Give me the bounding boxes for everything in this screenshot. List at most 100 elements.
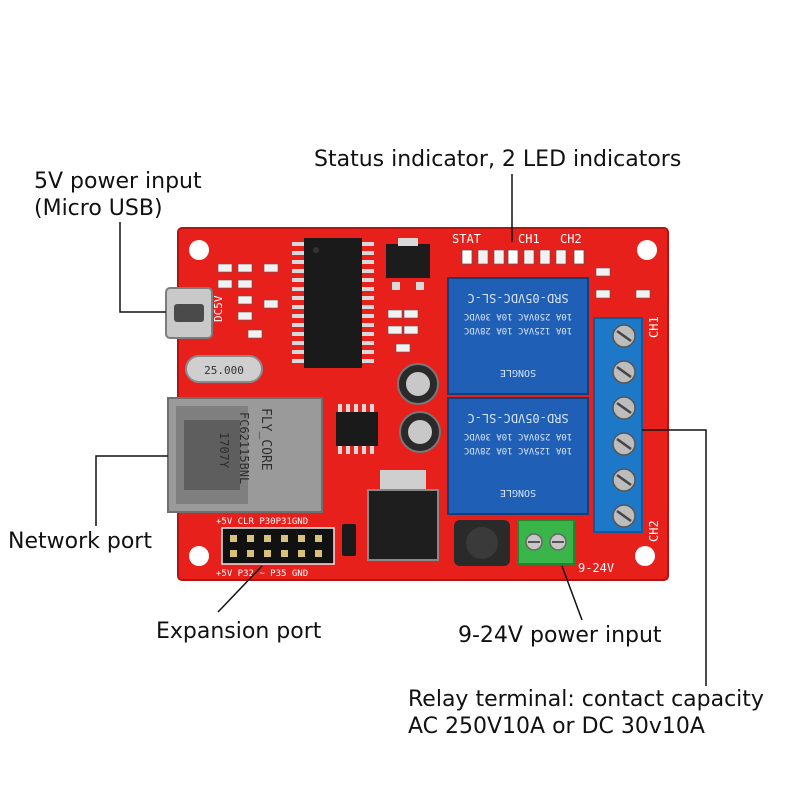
pcb-board: DC5V 25.000 xyxy=(165,227,669,581)
chip-pin xyxy=(292,296,304,300)
chip-pin xyxy=(292,323,304,327)
chip-pin xyxy=(362,269,374,273)
voltage-regulator xyxy=(386,238,430,290)
chip-pin xyxy=(362,260,374,264)
rj45-brand: FLY_CORE xyxy=(258,408,273,471)
header-pin xyxy=(247,535,254,542)
rj45-network-jack: FLY_CORE FC62115BNL 1707Y xyxy=(167,397,323,513)
power-inductor xyxy=(454,520,510,566)
ch1-silkscreen: CH1 xyxy=(518,232,540,246)
chip-pin xyxy=(362,296,374,300)
led-ch1 xyxy=(507,249,519,265)
chip-pin xyxy=(362,359,374,363)
relay-terminal-block xyxy=(593,317,643,533)
label-status-indicator: Status indicator, 2 LED indicators xyxy=(314,147,682,172)
header-pin xyxy=(315,535,322,542)
chip-pin xyxy=(292,242,304,246)
chip-pin xyxy=(292,332,304,336)
chip-pin xyxy=(292,341,304,345)
mounting-hole xyxy=(189,240,209,260)
leader-usb xyxy=(119,222,166,313)
header-bottom-silkscreen: +5V P32 ~ P35 GND xyxy=(216,569,308,579)
rj45-model: FC62115BNL xyxy=(237,412,251,484)
chip-pin xyxy=(292,269,304,273)
chip-pin xyxy=(292,350,304,354)
mounting-hole xyxy=(635,546,655,566)
ethernet-controller-chip xyxy=(292,238,374,368)
leader-lines xyxy=(95,174,707,686)
screw-slot xyxy=(616,473,632,487)
label-relay-terminal: Relay terminal: contact capacity AC 250V… xyxy=(408,686,764,740)
screw-slot xyxy=(616,329,632,343)
header-pin xyxy=(264,535,271,542)
relay-brand: SONGLE xyxy=(500,367,536,378)
chip-pin xyxy=(292,260,304,264)
relay-ch1: SRD-05VDC-SL-C 10A 250VAC 10A 30VDC 10A … xyxy=(447,277,589,395)
chip-pin xyxy=(292,287,304,291)
screw-slot xyxy=(616,365,632,379)
electrolytic-capacitor xyxy=(399,411,441,453)
ch2-silkscreen: CH2 xyxy=(560,232,582,246)
relay-model: SRD-05VDC-SL-C xyxy=(467,291,568,305)
chip-pin xyxy=(362,305,374,309)
header-pin xyxy=(281,535,288,542)
label-relay-line-2: AC 250V10A or DC 30v10A xyxy=(408,714,705,739)
relay-brand: SONGLE xyxy=(500,487,536,498)
chip-pin xyxy=(292,305,304,309)
header-pin xyxy=(281,550,288,557)
header-pin xyxy=(264,550,271,557)
led-ch2 xyxy=(573,249,585,265)
power-terminal-block xyxy=(517,519,575,565)
chip-pin xyxy=(362,314,374,318)
screw-slot xyxy=(616,509,632,523)
logic-chip xyxy=(336,404,378,454)
electrolytic-capacitor xyxy=(397,363,439,405)
relay-rating-1: 10A 250VAC 10A 30VDC xyxy=(464,311,572,321)
chip-pin xyxy=(362,278,374,282)
mounting-hole xyxy=(637,240,657,260)
leader-power xyxy=(561,565,583,621)
micro-usb-connector xyxy=(165,287,213,339)
header-pin xyxy=(230,535,237,542)
ch1-side-silkscreen: CH1 xyxy=(647,316,661,338)
leader-relay xyxy=(642,429,707,686)
chip-pin xyxy=(362,332,374,336)
relay-rating-2: 10A 125VAC 10A 28VDC xyxy=(464,445,572,455)
chip-pin xyxy=(362,251,374,255)
rj45-date: 1707Y xyxy=(217,432,231,469)
relay-ch2: SRD-05VDC-SL-C 10A 250VAC 10A 30VDC 10A … xyxy=(447,397,589,515)
chip-pin xyxy=(292,314,304,318)
header-pin xyxy=(298,535,305,542)
relay-model: SRD-05VDC-SL-C xyxy=(467,411,568,425)
chip-pin xyxy=(362,287,374,291)
header-top-silkscreen: +5V CLR P30P31GND xyxy=(216,517,308,527)
chip-pin xyxy=(362,350,374,354)
stat-silkscreen: STAT xyxy=(452,232,481,246)
crystal-oscillator: 25.000 xyxy=(185,355,263,383)
label-relay-line-1: Relay terminal: contact capacity xyxy=(408,687,764,712)
label-5v-line-2: (Micro USB) xyxy=(34,196,163,221)
chip-pin xyxy=(292,251,304,255)
crystal-label: 25.000 xyxy=(204,364,244,377)
dc5v-silkscreen: DC5V xyxy=(212,295,225,322)
label-network-port: Network port xyxy=(8,529,152,554)
chip-pin xyxy=(362,341,374,345)
voltage-silkscreen: 9-24V xyxy=(578,561,614,575)
header-pin xyxy=(315,550,322,557)
led-indicators xyxy=(461,249,585,265)
buck-regulator xyxy=(367,470,439,561)
label-5v-line-1: 5V power input xyxy=(34,169,202,194)
header-pin xyxy=(247,550,254,557)
screw-slot xyxy=(616,401,632,415)
label-5v-power-input: 5V power input (Micro USB) xyxy=(34,168,202,222)
expansion-header xyxy=(221,524,356,565)
relay-rating-2: 10A 125VAC 10A 28VDC xyxy=(464,325,572,335)
header-pin xyxy=(230,550,237,557)
leader-network xyxy=(95,455,168,526)
chip-pin xyxy=(362,242,374,246)
header-pin xyxy=(298,550,305,557)
mounting-hole xyxy=(189,546,209,566)
label-9-24v-power-input: 9-24V power input xyxy=(458,623,662,648)
leader-expansion xyxy=(217,565,263,613)
